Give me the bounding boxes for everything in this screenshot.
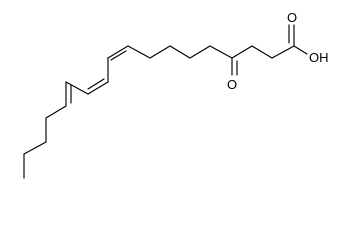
- bond-c11-c12: [87, 81, 109, 95]
- ketone-group: O: [227, 57, 238, 92]
- acid-carbonyl-oxygen-label: O: [287, 10, 297, 25]
- bond-c6-c7: [169, 45, 191, 59]
- bond-c7-c8: [149, 45, 171, 59]
- bond-c9-c10-second: [110, 50, 127, 61]
- carboxylic-acid-group: O OH: [287, 10, 329, 65]
- bond-c8-c9: [127, 45, 151, 59]
- bond-c1-c2: [271, 45, 295, 59]
- bond-c12-c13: [65, 81, 89, 95]
- carbon-chain: [23, 45, 295, 179]
- bond-c3-c4: [231, 45, 253, 59]
- bond-c5-c6: [189, 45, 211, 59]
- bond-c14-c15: [45, 105, 67, 119]
- bond-c9-c10: [107, 45, 129, 59]
- ketone-oxygen-label: O: [227, 77, 237, 92]
- bond-c2-c3: [251, 45, 273, 59]
- hydroxyl-label: OH: [309, 50, 329, 65]
- structure-canvas: O OH O: [23, 10, 329, 179]
- bond-c16-c17: [23, 141, 47, 155]
- bond-c1-oh: [293, 45, 308, 55]
- skeletal-formula: O OH O: [23, 10, 329, 179]
- bond-c11-c12-second: [87, 78, 105, 90]
- bond-c4-c5: [209, 45, 233, 59]
